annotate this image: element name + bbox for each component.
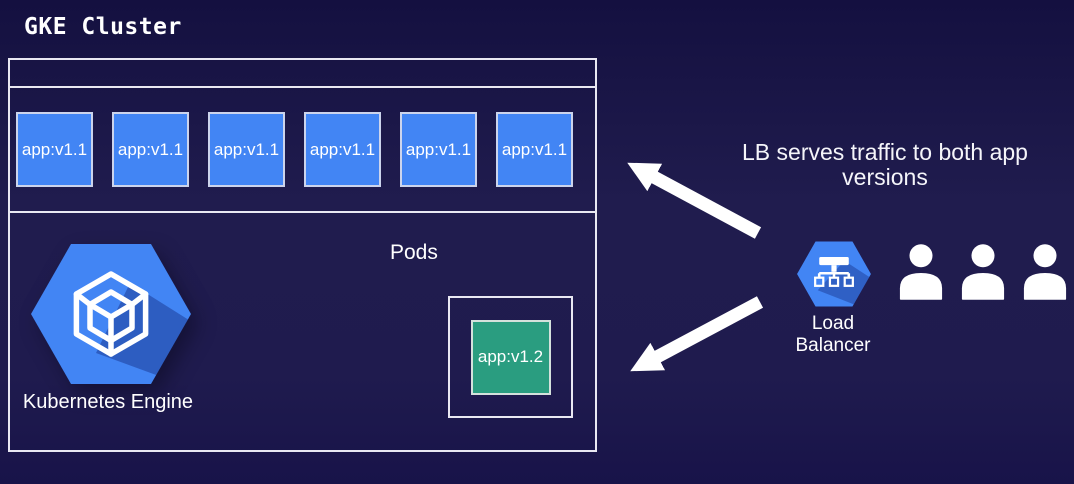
load-balancer-label: Load Balancer bbox=[795, 313, 871, 357]
user-icon bbox=[899, 244, 943, 300]
pod-app-v1-1: app:v1.1 bbox=[16, 112, 93, 187]
pod-app-v1-1: app:v1.1 bbox=[112, 112, 189, 187]
pod-label: app:v1.1 bbox=[117, 139, 184, 159]
pod-label: app:v1.2 bbox=[477, 347, 544, 366]
pod-app-v1-1: app:v1.1 bbox=[400, 112, 477, 187]
pod-label: app:v1.1 bbox=[21, 139, 88, 159]
pod-label: app:v1.1 bbox=[501, 139, 568, 159]
cluster-lower-section: Pods Kubernetes bbox=[10, 213, 595, 450]
arrow-to-v2-pod bbox=[630, 296, 764, 372]
pods-section-label: Pods bbox=[390, 241, 438, 264]
canary-pod-box: app:v1.2 bbox=[448, 296, 573, 418]
pod-app-v1-1: app:v1.1 bbox=[496, 112, 573, 187]
gke-cluster-box: app:v1.1 app:v1.1 app:v1.1 app:v1.1 app:… bbox=[8, 58, 597, 452]
user-icon bbox=[1023, 244, 1067, 300]
pod-label: app:v1.1 bbox=[309, 139, 376, 159]
pod-label: app:v1.1 bbox=[213, 139, 280, 159]
pod-app-v1-1: app:v1.1 bbox=[208, 112, 285, 187]
pod-label: app:v1.1 bbox=[405, 139, 472, 159]
lb-annotation: LB serves traffic to both app versions bbox=[742, 139, 1028, 190]
load-balancer-icon bbox=[797, 240, 871, 313]
cluster-header-strip bbox=[10, 60, 595, 88]
pod-app-v1-1: app:v1.1 bbox=[304, 112, 381, 187]
pod-app-v1-2: app:v1.2 bbox=[470, 319, 551, 395]
pods-row: app:v1.1 app:v1.1 app:v1.1 app:v1.1 app:… bbox=[10, 88, 595, 213]
kubernetes-engine-icon bbox=[30, 241, 192, 392]
user-icon bbox=[961, 244, 1005, 300]
users-group bbox=[898, 243, 1068, 301]
kubernetes-engine-label: Kubernetes Engine bbox=[22, 391, 194, 413]
page-title: GKE Cluster bbox=[24, 14, 182, 40]
